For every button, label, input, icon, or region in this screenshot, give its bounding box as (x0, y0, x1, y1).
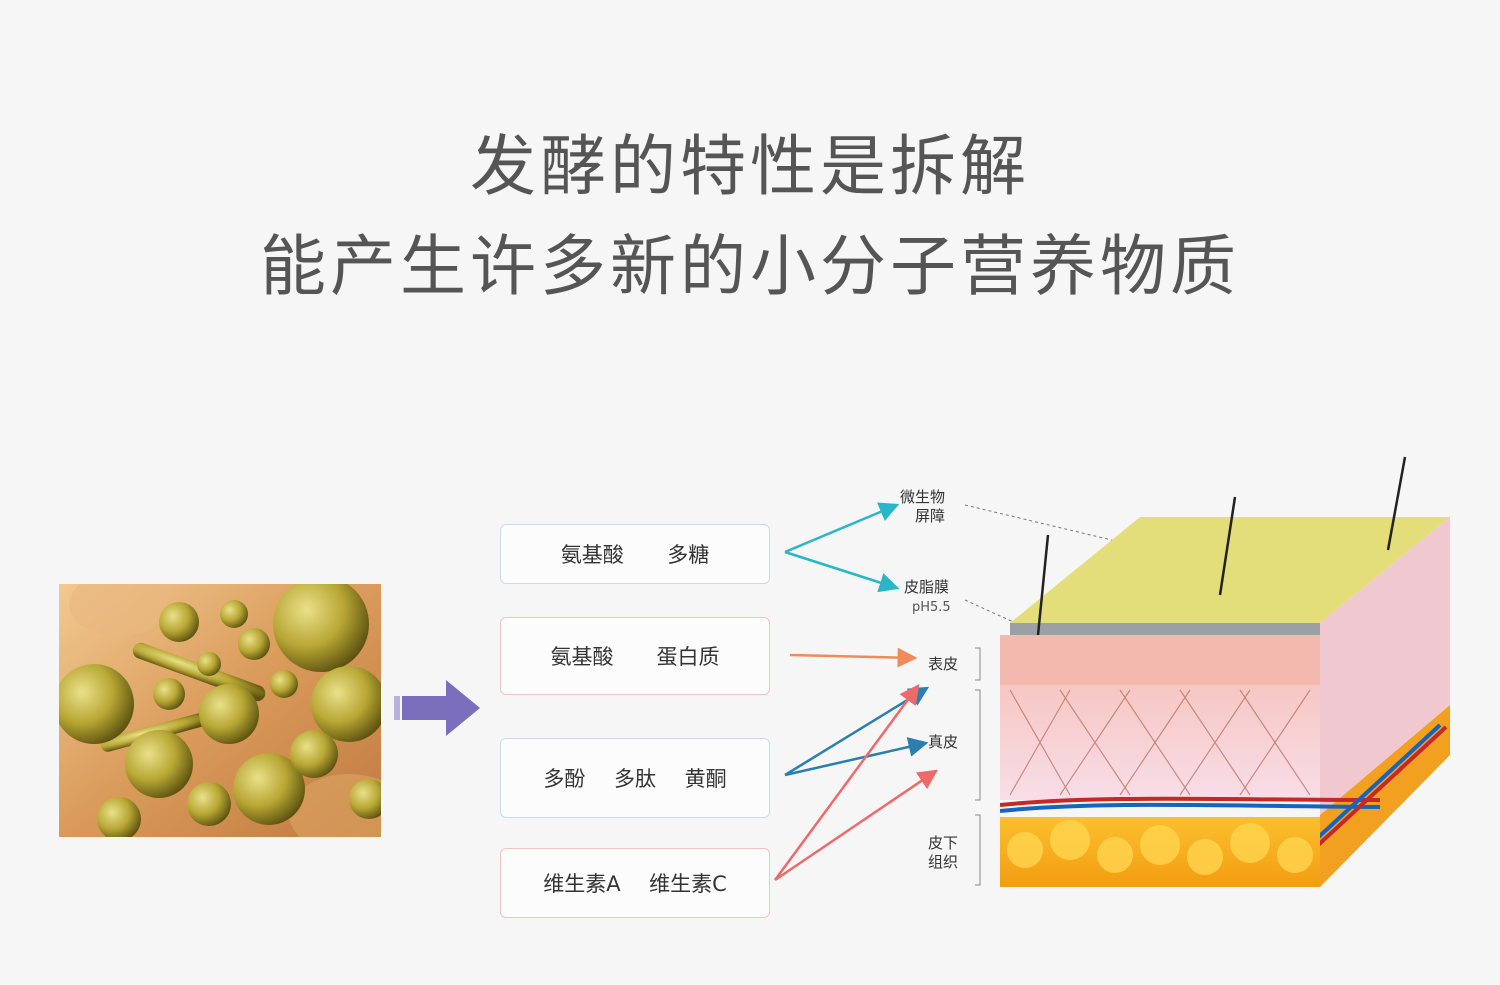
nutrient-label: 氨基酸 (550, 645, 614, 669)
nutrient-label: 维生素A (543, 872, 621, 896)
nutrient-box-1: 氨基酸 多糖 (500, 524, 770, 584)
arrow-to-sebum-film (784, 550, 900, 593)
nutrient-label: 多肽 (613, 767, 656, 791)
heading-line-1: 发酵的特性是拆解 (470, 128, 1030, 205)
arrow-to-epidermis (789, 647, 918, 668)
nutrient-label: 氨基酸 (560, 543, 624, 567)
right-arrow-icon (394, 680, 480, 736)
nutrient-box-2: 氨基酸 蛋白质 (500, 617, 770, 695)
arrow-to-dermis (774, 769, 939, 882)
arrow-to-microbe-barrier (784, 502, 900, 554)
nutrient-label: 维生素C (649, 872, 727, 896)
arrow-to-dermis (784, 737, 929, 777)
nutrient-box-4: 维生素A 维生素C (500, 848, 770, 918)
nutrient-label: 黄酮 (684, 767, 727, 791)
label-dermis: 真皮 (928, 733, 959, 751)
microbe-photo (59, 584, 381, 837)
label-epidermis: 表皮 (928, 655, 959, 673)
heading-line-2: 能产生许多新的小分子营养物质 (260, 228, 1240, 305)
label-sebum-film: 皮脂膜 (904, 578, 950, 596)
label-ph: pH5.5 (912, 600, 951, 615)
skin-cross-section (1000, 456, 1450, 887)
nutrient-label: 蛋白质 (656, 645, 720, 669)
arrow-to-epidermis (773, 683, 920, 881)
label-microbe-barrier: 微生物 屏障 (900, 488, 946, 525)
nutrient-box-3: 多酚 多肽 黄酮 (500, 738, 770, 818)
label-subcutaneous: 皮下 组织 (928, 834, 959, 871)
nutrient-label: 多酚 (543, 767, 586, 791)
nutrient-label: 多糖 (667, 543, 710, 567)
